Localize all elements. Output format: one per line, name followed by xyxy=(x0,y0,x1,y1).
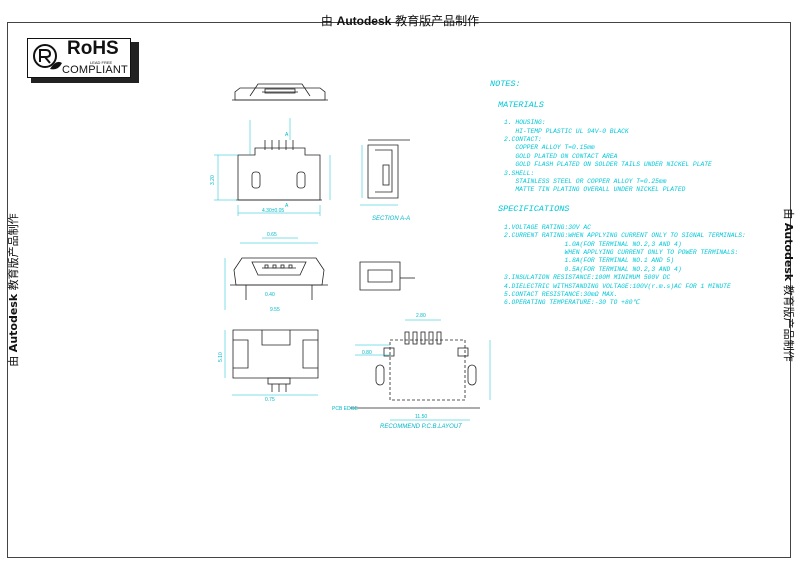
pcb-layout xyxy=(350,331,480,409)
note-line: 2.CONTACT: xyxy=(504,136,542,144)
note-line: 1.8A(FOR TERMINAL NO.1 AND 5) xyxy=(504,257,675,265)
dim-label-a-bottom: A xyxy=(285,203,289,209)
specifications-title: SPECIFICATIONS xyxy=(498,204,570,215)
rohs-badge: RoHS LEAD FREE COMPLIANT xyxy=(27,38,140,83)
plan-view xyxy=(236,140,322,201)
note-line: MATTE TIN PLATING OVERALL UNDER NICKEL P… xyxy=(504,186,686,194)
note-line: 3.SHELL: xyxy=(504,169,535,177)
dim-label-pin-width: 0.40 xyxy=(265,292,275,298)
section-a-title: SECTION A-A xyxy=(372,216,411,222)
dim-label-height: 3.20 xyxy=(210,175,216,185)
side-view xyxy=(359,261,415,291)
materials-title: MATERIALS xyxy=(498,99,544,110)
note-line: HI-TEMP PLASTIC UL 94V-0 BLACK xyxy=(504,127,629,135)
dim-label-pad-gap: 0.80 xyxy=(362,350,372,356)
notes-block: NOTES: MATERIALS 1. HOUSING: HI-TEMP PLA… xyxy=(490,70,746,316)
note-line: 6.OPERATING TEMPERATURE:-30 TO +80℃ xyxy=(504,299,640,307)
note-line: COPPER ALLOY T=0.15mm xyxy=(504,144,595,152)
note-line: 3.INSULATION RESISTANCE:100M MINIMUM 500… xyxy=(504,274,671,282)
front-view xyxy=(230,257,328,300)
bottom-view xyxy=(232,329,319,392)
note-line: 1. HOUSING: xyxy=(504,119,546,127)
dim-label-width: 4.30±0.05 xyxy=(262,208,285,214)
note-line: GOLD PLATED ON CONTACT AREA xyxy=(504,152,618,160)
section-view xyxy=(367,139,410,199)
notes-heading: NOTES: xyxy=(490,79,521,90)
dim-label-depth: 5.10 xyxy=(218,352,224,362)
pcb-layout-title: RECOMMEND P.C.B.LAYOUT xyxy=(380,424,462,430)
rohs-title: RoHS xyxy=(67,38,119,59)
dim-label-shell-width: 9.55 xyxy=(270,307,280,313)
note-line: 2.CURRENT RATING:WHEN APPLYING CURRENT O… xyxy=(504,232,746,240)
rohs-compliant: COMPLIANT xyxy=(62,64,128,76)
note-line: 1.0A(FOR TERMINAL NO.2,3 AND 4) xyxy=(504,240,682,248)
note-line: WHEN APPLYING CURRENT ONLY TO POWER TERM… xyxy=(504,248,739,256)
rohs-lead-free: LEAD FREE xyxy=(90,60,113,65)
note-line: STAINLESS STEEL OR COPPER ALLOY T=0.25mm xyxy=(504,178,667,186)
note-line: 5.CONTACT RESISTANCE:30mΩ MAX. xyxy=(504,290,618,298)
dim-label-pad-span: 2.80 xyxy=(416,313,426,319)
rohs-leaf-icon xyxy=(33,44,62,70)
materials-list: 1. HOUSING: HI-TEMP PLASTIC UL 94V-0 BLA… xyxy=(504,119,746,195)
end-view-top xyxy=(232,83,328,101)
drawing-sheet-border xyxy=(7,22,791,558)
dim-label-tail: 0.75 xyxy=(265,397,275,403)
dim-label-pitch: 0.65 xyxy=(267,232,277,238)
note-line: 1.VOLTAGE RATING:30V AC xyxy=(504,223,591,231)
note-line: 0.5A(FOR TERMINAL NO.2,3 AND 4) xyxy=(504,265,682,273)
dim-label-a-top: A xyxy=(285,132,289,138)
dim-label-layout-width: 11.50 xyxy=(415,414,428,420)
watermark-top: 由 Autodesk 教育版产品制作 xyxy=(320,14,480,28)
note-line: 4.DIELECTRIC WITHSTANDING VOLTAGE:100V(r… xyxy=(504,282,731,290)
pcb-edge-label: PCB EDGE xyxy=(332,406,358,412)
note-line: GOLD FLASH PLATED ON SOLDER TAILS UNDER … xyxy=(504,161,712,169)
